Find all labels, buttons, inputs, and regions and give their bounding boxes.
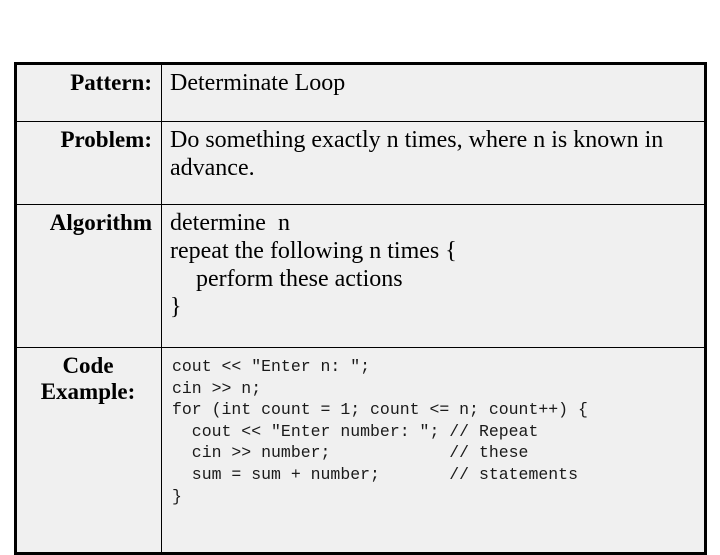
row-label-algorithm: Algorithm [15, 204, 162, 348]
row-label-pattern: Pattern: [15, 63, 162, 122]
table-row-pattern: Pattern: Determinate Loop [15, 63, 706, 122]
table-row-algorithm: Algorithm determine n repeat the followi… [15, 204, 706, 348]
algorithm-line: perform these actions [196, 266, 403, 293]
algorithm-line: determine n [170, 210, 290, 236]
code-example-block: cout << "Enter n: "; cin >> n; for (int … [172, 357, 588, 506]
row-value-code-example: cout << "Enter n: "; cin >> n; for (int … [161, 347, 706, 554]
row-label-problem: Problem: [15, 121, 162, 205]
algorithm-line: } [170, 294, 182, 321]
slide-canvas: Pattern: Determinate Loop Problem: Do so… [14, 62, 707, 555]
row-value-problem: Do something exactly n times, where n is… [161, 121, 706, 205]
row-label-code-example: Code Example: [15, 347, 162, 554]
table-row-problem: Problem: Do something exactly n times, w… [15, 121, 706, 205]
pattern-table-body: Pattern: Determinate Loop Problem: Do so… [15, 63, 706, 554]
table-row-code-example: Code Example: cout << "Enter n: "; cin >… [15, 347, 706, 554]
row-value-algorithm: determine n repeat the following n times… [161, 204, 706, 348]
row-value-pattern: Determinate Loop [161, 63, 706, 122]
row-label-code-line1: Code [62, 353, 114, 378]
algorithm-line: repeat the following n times { [170, 238, 457, 265]
row-label-code-line2: Example: [40, 378, 136, 404]
pattern-table: Pattern: Determinate Loop Problem: Do so… [14, 62, 707, 555]
